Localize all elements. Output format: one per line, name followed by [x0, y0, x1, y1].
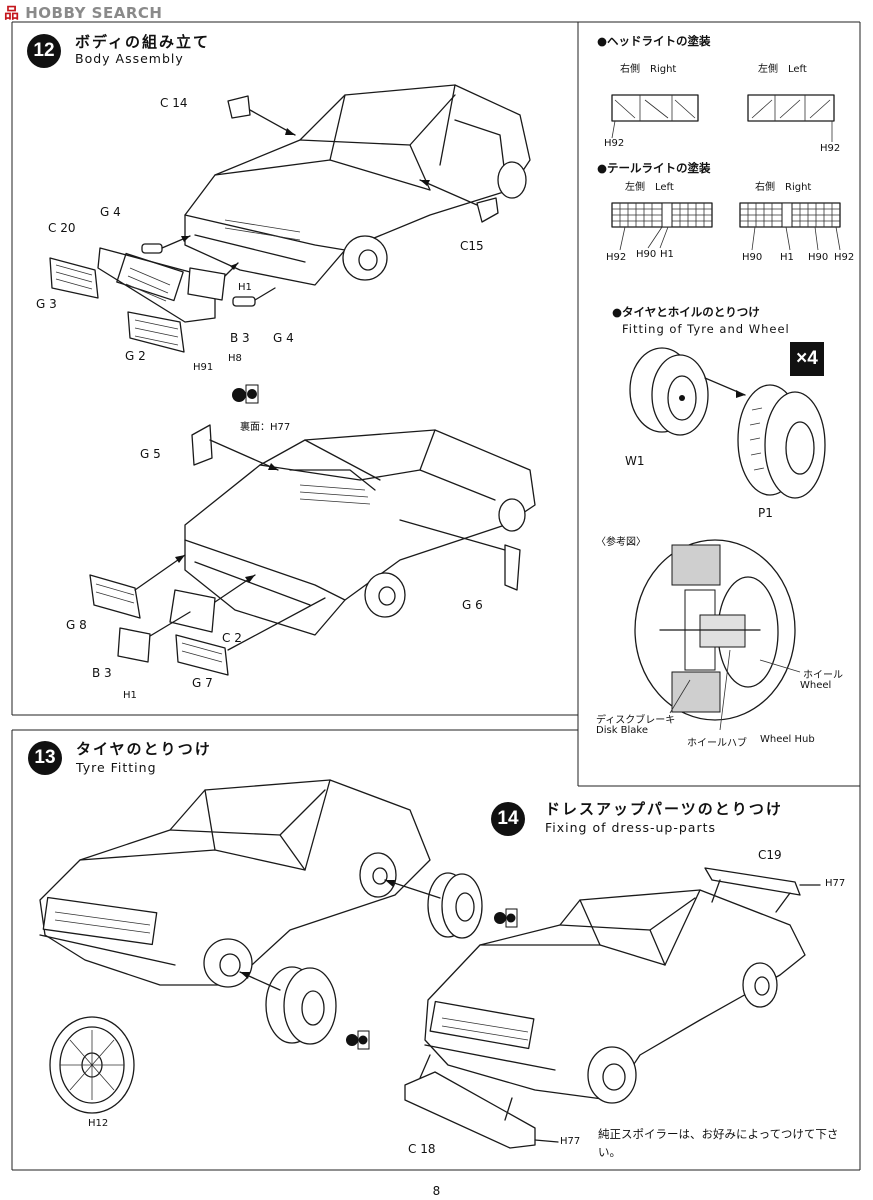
multiplier-badge: ×4 — [790, 342, 824, 376]
taillight-code-r4: H92 — [834, 252, 855, 263]
part-label-h91: H91 — [193, 362, 214, 373]
ref-hub-jp: ホイールハブ — [687, 738, 747, 749]
car-step13 — [39, 779, 518, 1114]
headlight-diagrams — [611, 94, 835, 142]
taillight-left-label: 左側 Left — [625, 182, 674, 193]
step13-title-jp: タイヤのとりつけ — [76, 740, 212, 758]
part-label-p1: P1 — [758, 506, 773, 520]
watermark: 品 HOBBY SEARCH — [4, 4, 163, 22]
part-label-h77a: H77 — [825, 878, 846, 889]
part-label-h8: H8 — [228, 353, 242, 364]
part-label-g2: G 2 — [125, 349, 146, 363]
headlight-right-label: 右側 Right — [620, 64, 677, 75]
ref-disk-jp: ディスクブレーキ — [596, 715, 676, 726]
step14-title-jp: ドレスアップパーツのとりつけ — [545, 800, 783, 818]
part-label-c14: C 14 — [160, 96, 188, 110]
part-label-b3b: B 3 — [92, 666, 112, 680]
part-label-g6: G 6 — [462, 598, 483, 612]
panel-borders — [11, 21, 861, 1171]
spoiler-note: 純正スポイラーは、お好みによってつけて下さい。 — [598, 1127, 839, 1159]
part-label-g8: G 8 — [66, 618, 87, 632]
taillight-code-l1: H92 — [606, 252, 627, 263]
part-label-c15: C15 — [460, 239, 484, 253]
parts-front-upper — [49, 95, 499, 404]
headlight-code-right: H92 — [604, 138, 625, 149]
tyre-wheel-fitting — [629, 347, 826, 499]
reference-title: 〈参考図〉 — [596, 537, 646, 548]
taillight-diagrams — [611, 202, 841, 251]
headlight-left-label: 左側 Left — [758, 64, 807, 75]
part-label-g5: G 5 — [140, 447, 161, 461]
step14-number-badge: 14 — [491, 802, 525, 836]
step13-number-badge: 13 — [28, 741, 62, 775]
part-label-h77b: H77 — [560, 1136, 581, 1147]
part-label-c18: C 18 — [408, 1142, 436, 1156]
taillight-title: ●テールライトの塗装 — [597, 161, 711, 175]
ref-disk-en: Disk Blake — [596, 725, 649, 736]
part-label-b3a: B 3 — [230, 331, 250, 345]
ref-wheel-jp: ホイール — [803, 670, 843, 681]
taillight-right-label: 右側 Right — [755, 182, 812, 193]
part-label-c20: C 20 — [48, 221, 76, 235]
part-label-c2: C 2 — [222, 631, 242, 645]
part-label-c19: C19 — [758, 848, 782, 862]
step14-title-en: Fixing of dress-up-parts — [545, 820, 717, 835]
step12-title-jp: ボディの組み立て — [75, 33, 210, 51]
part-label-g4b: G 4 — [273, 331, 294, 345]
taillight-code-r2: H1 — [780, 252, 794, 263]
headlight-code-left: H92 — [820, 143, 841, 154]
part-label-h12: H12 — [88, 1118, 109, 1129]
step12-title-en: Body Assembly — [75, 51, 184, 66]
taillight-code-l3: H1 — [660, 249, 674, 260]
step13-title-en: Tyre Fitting — [76, 760, 157, 775]
part-label-h1a: H1 — [238, 282, 252, 293]
part-label-h1b: H1 — [123, 690, 137, 701]
page-number: 8 — [432, 1184, 441, 1198]
taillight-code-r1: H90 — [742, 252, 763, 263]
part-label-g7: G 7 — [192, 676, 213, 690]
ref-hub-en: Wheel Hub — [760, 734, 815, 745]
parts-rear-lower — [89, 424, 521, 676]
reference-cross-section — [634, 539, 801, 731]
car-rear-lower — [184, 429, 536, 636]
step12-number-badge: 12 — [27, 34, 61, 68]
wheel-fit-title: ●タイヤとホイルのとりつけ — [612, 305, 760, 319]
part-label-g4a: G 4 — [100, 205, 121, 219]
part-label-ura: 裏面：H77 — [240, 422, 291, 433]
part-label-g3: G 3 — [36, 297, 57, 311]
car-step14 — [404, 867, 821, 1149]
ref-wheel-en: Wheel — [800, 680, 832, 691]
wheel-fit-title-en: Fitting of Tyre and Wheel — [622, 322, 790, 336]
headlight-title: ●ヘッドライトの塗装 — [597, 34, 711, 48]
part-label-w1: W1 — [625, 454, 645, 468]
taillight-code-l2: H90 — [636, 249, 657, 260]
taillight-code-r3: H90 — [808, 252, 829, 263]
car-front-upper — [184, 84, 531, 286]
